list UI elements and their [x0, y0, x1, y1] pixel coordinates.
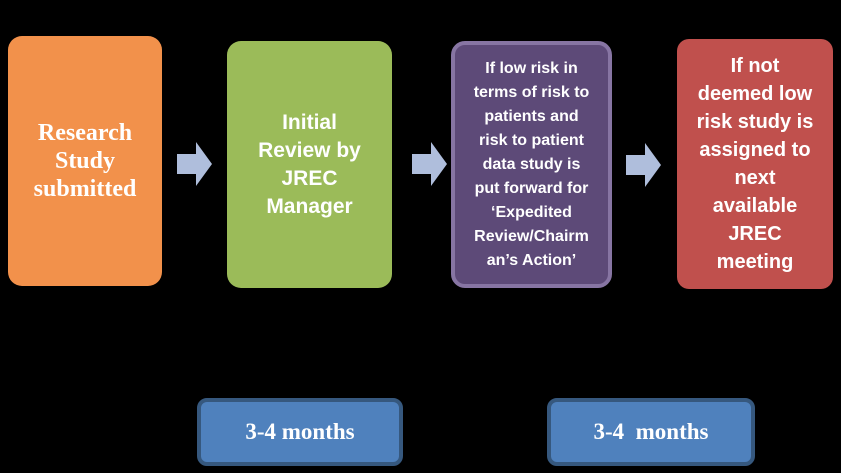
- duration-label: 3-4 months: [245, 419, 355, 444]
- right-arrow-shape: [412, 142, 447, 186]
- flow-step-initial-review: Initial Review by JREC Manager: [227, 41, 392, 288]
- flow-step-label: Research Study submitted: [33, 120, 137, 202]
- right-arrow-icon: [177, 142, 212, 186]
- flow-step-jrec-meeting: If not deemed low risk study is assigned…: [677, 39, 833, 289]
- flow-step-label: Initial Review by JREC Manager: [258, 110, 361, 218]
- right-arrow-shape: [626, 143, 661, 187]
- flow-step-research-submitted: Research Study submitted: [8, 36, 162, 286]
- duration-badge-initial-review: 3-4 months: [197, 398, 403, 466]
- flow-step-label: If not deemed low risk study is assigned…: [696, 55, 814, 273]
- flow-step-label: If low risk in terms of risk to patients…: [473, 59, 590, 269]
- duration-badge-jrec-meeting: 3-4 months: [547, 398, 755, 466]
- right-arrow-icon: [412, 142, 447, 186]
- duration-label: 3-4 months: [593, 419, 709, 444]
- right-arrow-shape: [177, 142, 212, 186]
- flow-step-expedited-review: If low risk in terms of risk to patients…: [451, 41, 612, 288]
- right-arrow-icon: [626, 143, 661, 187]
